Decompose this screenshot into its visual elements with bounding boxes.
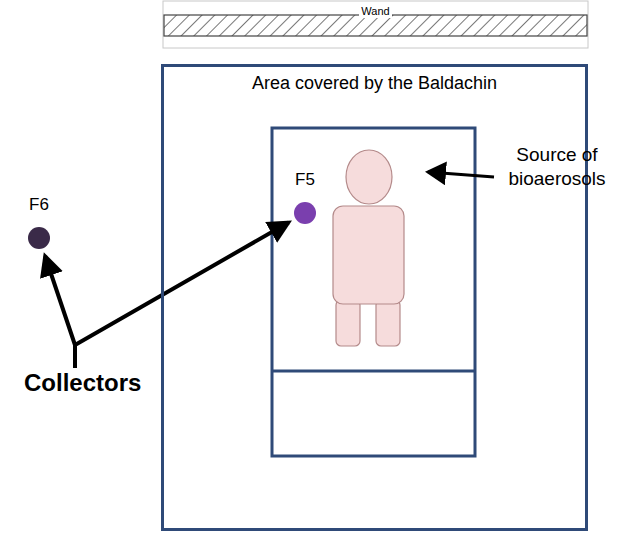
- wand-frame: [163, 1, 588, 48]
- collector-dot: F5: [283, 170, 327, 224]
- bed-outline: [272, 128, 475, 456]
- callout-text: Collectors: [24, 369, 141, 397]
- collector-dot: F6: [17, 195, 61, 249]
- collector-arrow: [45, 256, 75, 368]
- collector-circle: [294, 202, 316, 224]
- text-node: Collectors: [22, 367, 143, 399]
- box-label: Area covered by the Baldachin: [164, 73, 585, 94]
- collector-arrow: [75, 222, 289, 368]
- collector-label: F5: [283, 170, 327, 190]
- box-label: Wand: [359, 5, 391, 18]
- region-box: Area covered by the BaldachinF5: [161, 64, 588, 531]
- wall-bar: Wand: [163, 1, 588, 48]
- collector-circle: [28, 227, 50, 249]
- person-leg: [376, 300, 400, 346]
- wand-bar: [164, 15, 587, 36]
- bed-divider: [272, 370, 475, 373]
- person-figure: [333, 150, 404, 346]
- person-leg: [336, 300, 360, 346]
- annotation-label: Source of bioaerosols: [499, 143, 615, 191]
- collector-label: F6: [17, 195, 61, 215]
- pointer-arrow: [428, 172, 494, 177]
- person-torso: [333, 206, 404, 304]
- person-head: [346, 150, 392, 204]
